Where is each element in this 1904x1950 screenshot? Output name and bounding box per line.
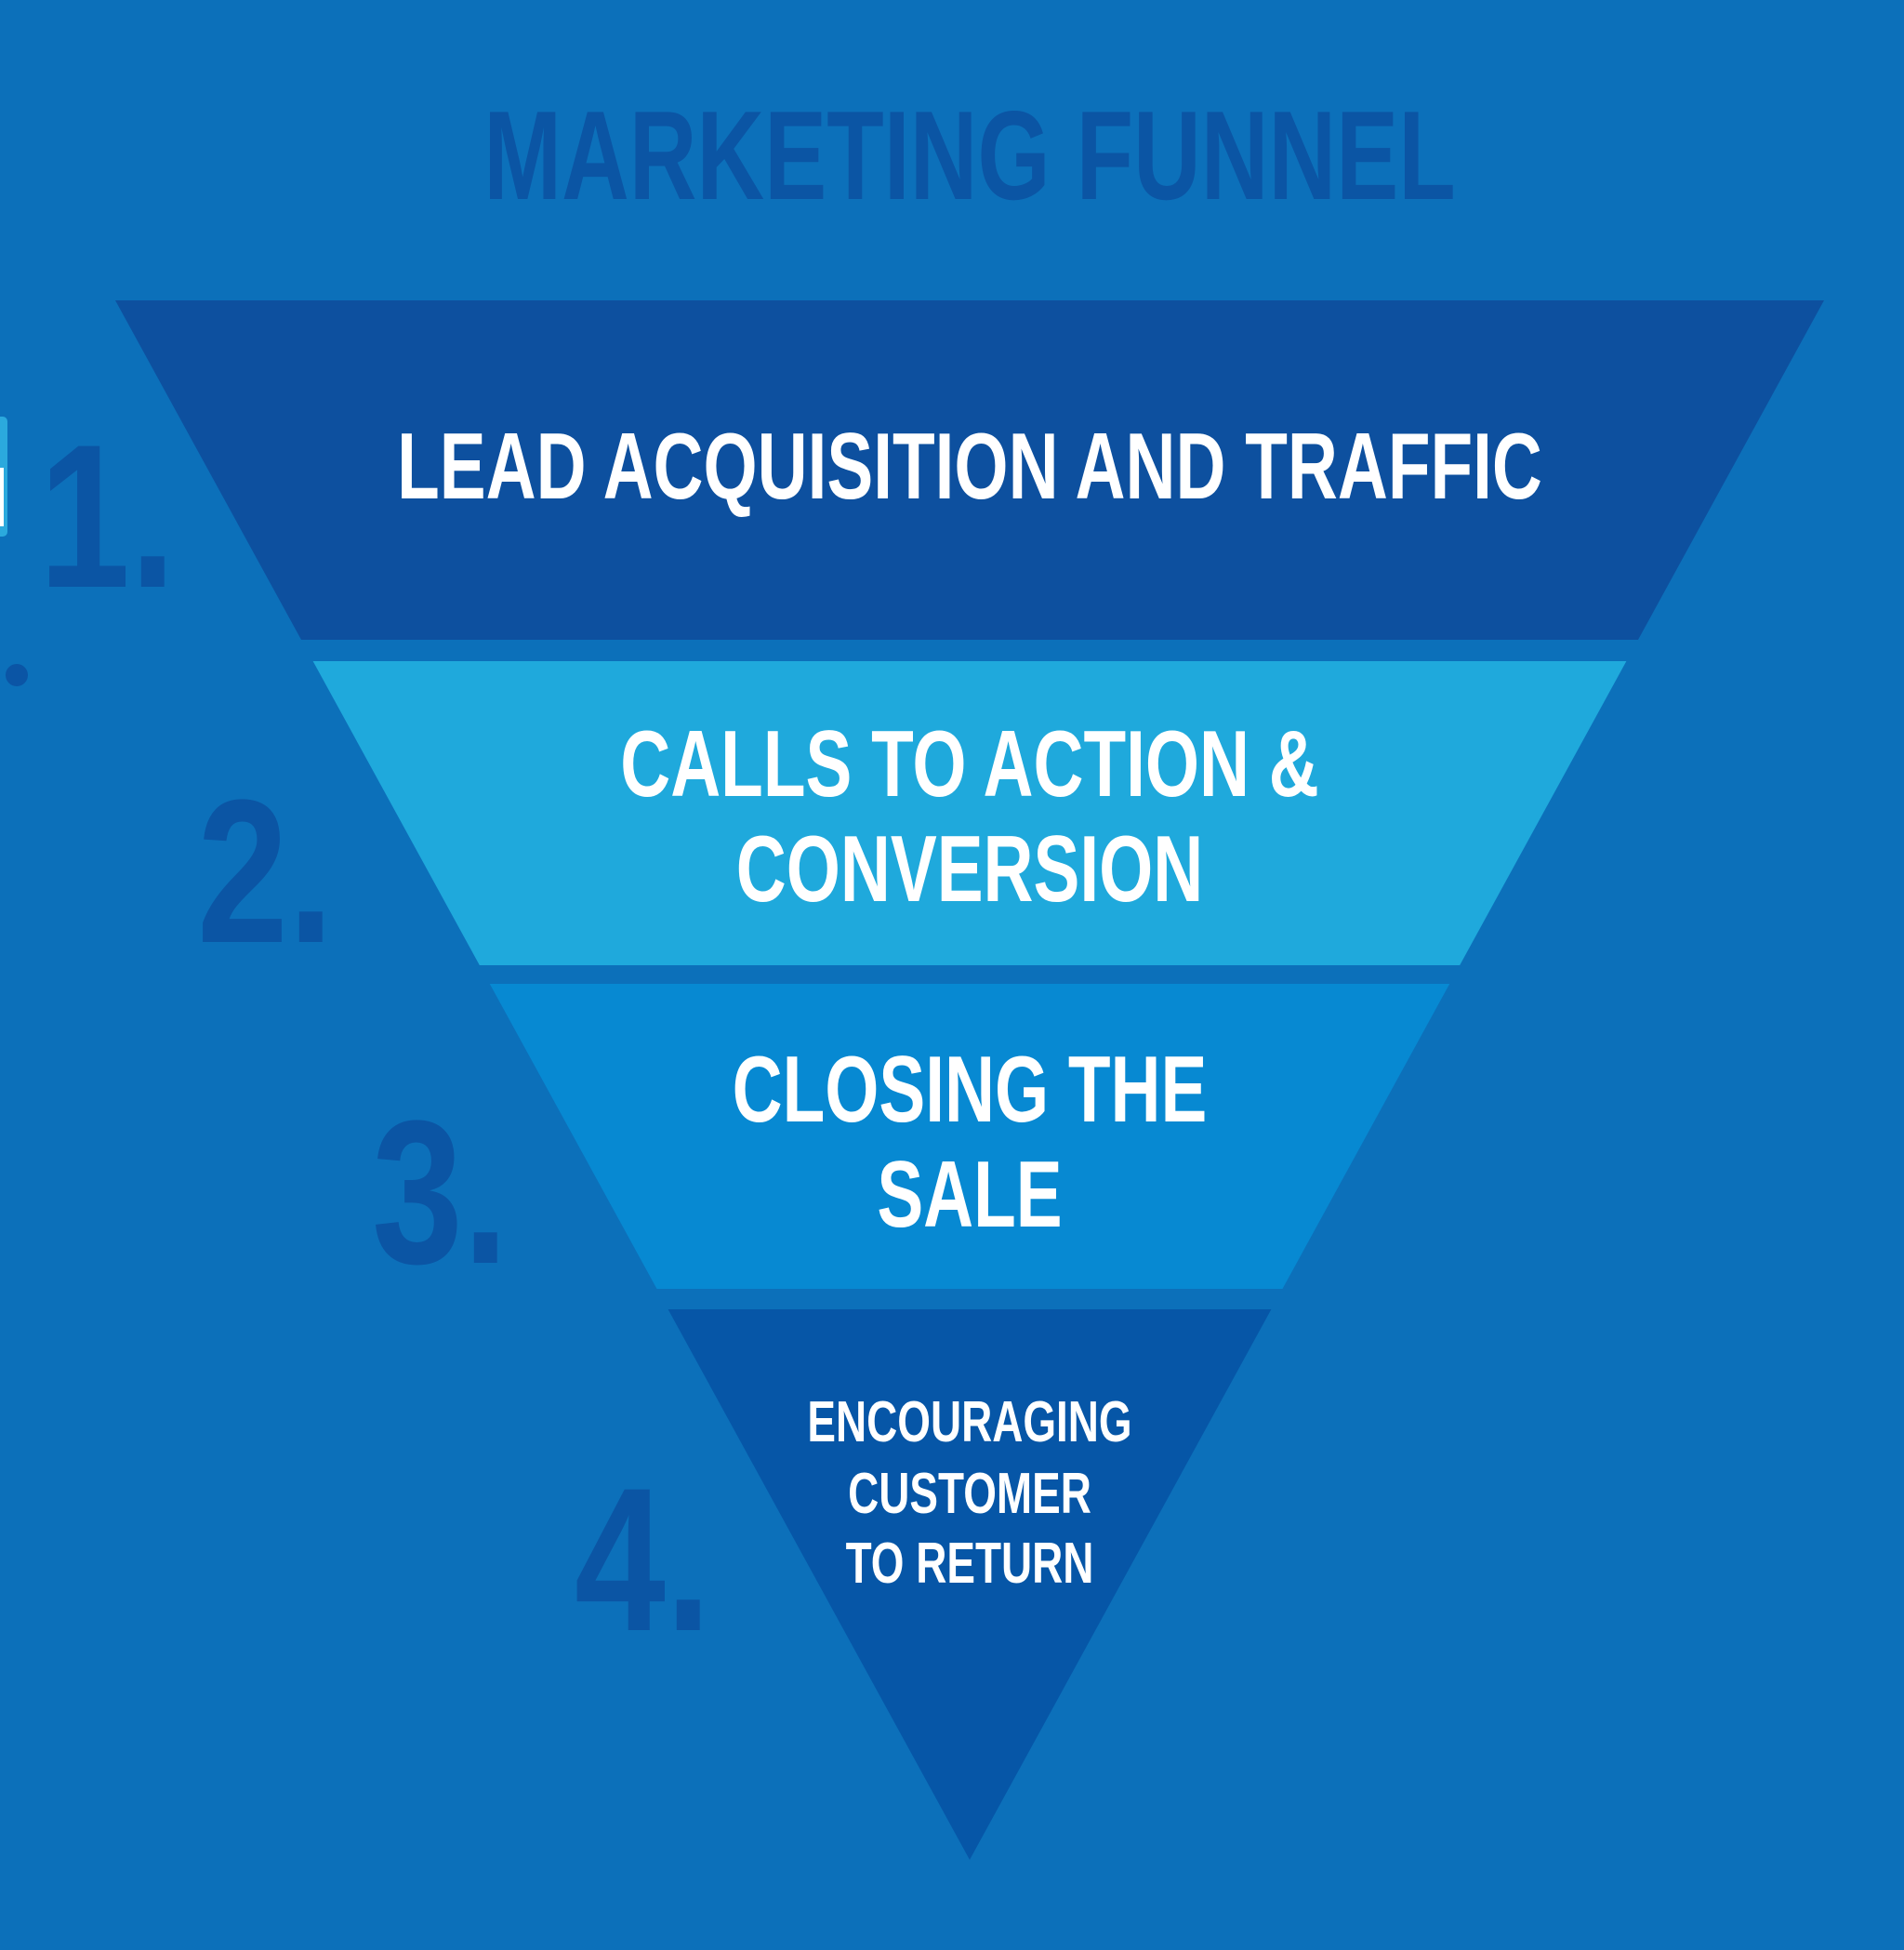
step-number-1: 1. [39, 402, 176, 630]
funnel-section-3-label-line: SALE [877, 1143, 1063, 1247]
left-edge-artifact-bar-inner [0, 468, 4, 526]
funnel-section-3-label-line: CLOSING THE [732, 1038, 1208, 1142]
funnel-section-4-label-line: ENCOURAGING [807, 1390, 1132, 1454]
left-edge-artifact-dot [6, 664, 28, 686]
funnel-section-4-label-line: CUSTOMER [848, 1462, 1091, 1526]
funnel-section-4 [668, 1309, 1272, 1860]
left-edge-artifact-bar [0, 417, 7, 537]
funnel-section-2-label-line: CONVERSION [735, 817, 1204, 922]
funnel-section-3 [489, 984, 1450, 1289]
funnel-section-4-label-line: TO RETURN [845, 1532, 1094, 1596]
step-number-3: 3. [372, 1078, 509, 1307]
funnel-section-1-label-line: LEAD ACQUISITION AND TRAFFIC [397, 415, 1542, 519]
step-number-2: 2. [197, 757, 334, 986]
funnel-section-2 [312, 661, 1627, 965]
step-number-4: 4. [575, 1445, 711, 1674]
funnel-section-2-label-line: CALLS TO ACTION & [620, 712, 1319, 816]
funnel-section-1 [115, 300, 1824, 640]
page-title: MARKETING FUNNEL [483, 85, 1456, 226]
